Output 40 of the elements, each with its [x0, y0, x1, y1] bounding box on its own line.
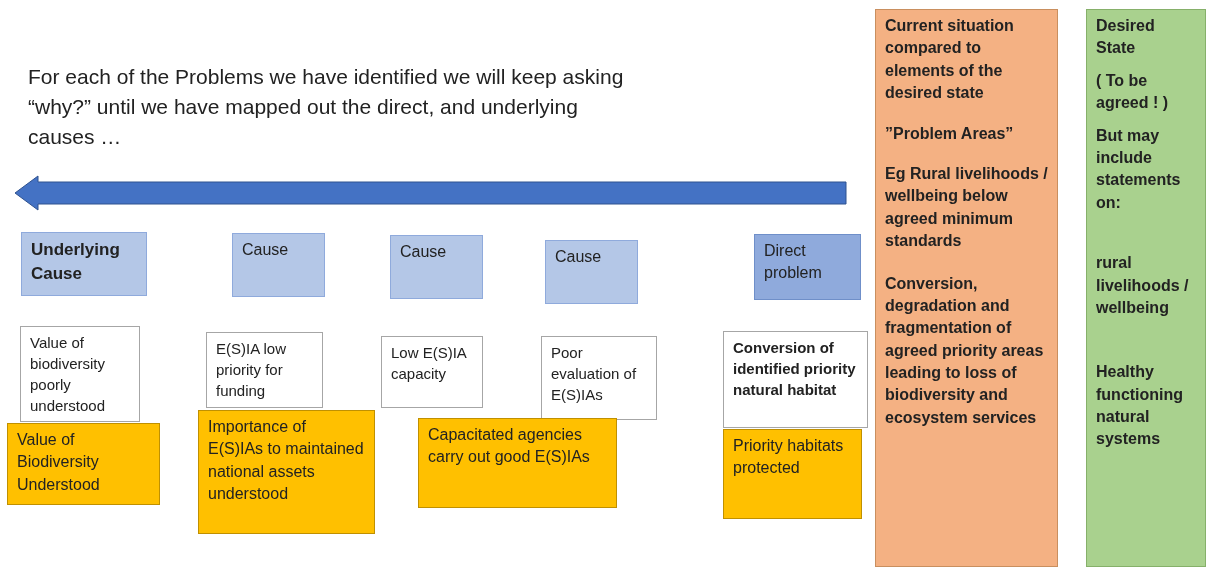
- problem-box: [723, 331, 868, 428]
- cause-box: [21, 232, 147, 296]
- solution-box: [7, 423, 160, 505]
- box-text: ”Problem Areas”: [885, 123, 1015, 144]
- cause-box: [545, 240, 638, 304]
- box-heading: Value of Biodiversity Understood: [17, 430, 101, 495]
- box-text: Eg Rural livelihoods / wellbeing below agreed minimum standards: [885, 163, 1048, 252]
- box-heading: Value of biodiversity poorly understood: [30, 333, 107, 416]
- solution-box: [198, 410, 375, 534]
- box-heading: Direct problem: [764, 241, 823, 284]
- box-heading: Priority habitats protected: [733, 436, 845, 479]
- box-text: Conversion, degradation and fragmentation of agreed priority areas leading to loss of biodiversity and ecosystem services: [885, 273, 1045, 428]
- box-heading: Cause: [242, 240, 290, 260]
- box-heading: Cause: [555, 247, 603, 267]
- solution-box: [723, 429, 862, 519]
- cause-box: [206, 332, 323, 408]
- box-heading: Underlying Cause: [31, 239, 121, 285]
- box-heading: Capacitated agencies carry out good E(S)IAs: [428, 425, 591, 468]
- situation-panel: [875, 9, 1058, 567]
- box-heading: Cause: [400, 242, 448, 262]
- cause-box: [381, 336, 483, 408]
- cause-box: [541, 336, 657, 420]
- box-text: Healthy functioning natural systems: [1096, 362, 1185, 450]
- cause-box: [20, 326, 140, 422]
- box-heading: Importance of E(S)IAs to maintained national assets understood: [208, 417, 365, 505]
- box-text: But may include statements on:: [1096, 125, 1182, 213]
- box-heading: Current situation compared to elements of the desired state: [885, 16, 1015, 104]
- cause-box: [232, 233, 325, 297]
- problem-box: [754, 234, 861, 300]
- box-heading: Poor evaluation of E(S)IAs: [551, 343, 638, 405]
- cause-box: [390, 235, 483, 299]
- box-text: rural livelihoods / wellbeing: [1096, 253, 1190, 318]
- box-heading: Desired State: [1096, 16, 1156, 59]
- solution-box: [418, 418, 617, 508]
- box-heading: Conversion of identified priority natural habitat: [733, 338, 857, 400]
- intro-text: For each of the Problems we have identified we will keep asking “why?” until we have mapped out the direct, and underlying causes …: [28, 64, 625, 150]
- box-text: ( To be agreed ! ): [1096, 70, 1169, 114]
- desired-state-panel: [1086, 9, 1206, 567]
- box-heading: Low E(S)IA capacity: [391, 343, 468, 384]
- box-heading: E(S)IA low priority for funding: [216, 339, 288, 401]
